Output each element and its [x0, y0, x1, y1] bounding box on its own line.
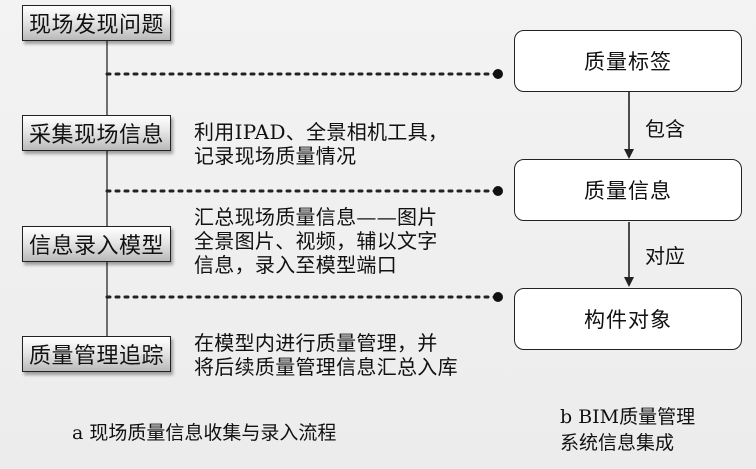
box-quality-tag: 质量标签 — [514, 30, 742, 92]
caption-a: a 现场质量信息收集与录入流程 — [72, 422, 337, 444]
step-enter-model-desc: 汇总现场质量信息——图片 全景图片、视频，辅以文字 信息，录入至模型端口 — [194, 205, 438, 277]
box-component-object: 构件对象 — [514, 288, 742, 350]
desc-line: 汇总现场质量信息——图片 — [194, 205, 438, 229]
caption-b-line: b BIM质量管理 — [560, 406, 696, 428]
step-enter-model: 信息录入模型 — [22, 226, 172, 262]
connector-dot-2 — [493, 186, 503, 196]
desc-line: 在模型内进行质量管理，并 — [194, 331, 438, 355]
desc-line: 全景图片、视频，辅以文字 — [194, 229, 438, 253]
desc-line: 利用IPAD、全景相机工具， — [194, 120, 449, 144]
caption-b-line: 系统信息集成 — [560, 432, 675, 454]
step-track-quality-desc: 在模型内进行质量管理，并 将后续质量管理信息汇总入库 — [194, 331, 458, 379]
desc-line: 信息，录入至模型端口 — [194, 253, 397, 277]
connector-dot-1 — [493, 69, 503, 79]
connector-dot-3 — [493, 292, 503, 302]
step-discover-issue: 现场发现问题 — [22, 5, 172, 41]
step-collect-info: 采集现场信息 — [22, 115, 172, 151]
label-corresponds: 对应 — [645, 244, 685, 268]
desc-line: 记录现场质量情况 — [194, 144, 357, 168]
caption-b: b BIM质量管理 系统信息集成 — [560, 404, 695, 456]
step-collect-info-desc: 利用IPAD、全景相机工具， 记录现场质量情况 — [194, 120, 448, 168]
step-track-quality: 质量管理追踪 — [22, 336, 172, 372]
box-quality-info: 质量信息 — [514, 159, 742, 221]
label-contains: 包含 — [645, 117, 685, 141]
desc-line: 将后续质量管理信息汇总入库 — [194, 355, 458, 379]
